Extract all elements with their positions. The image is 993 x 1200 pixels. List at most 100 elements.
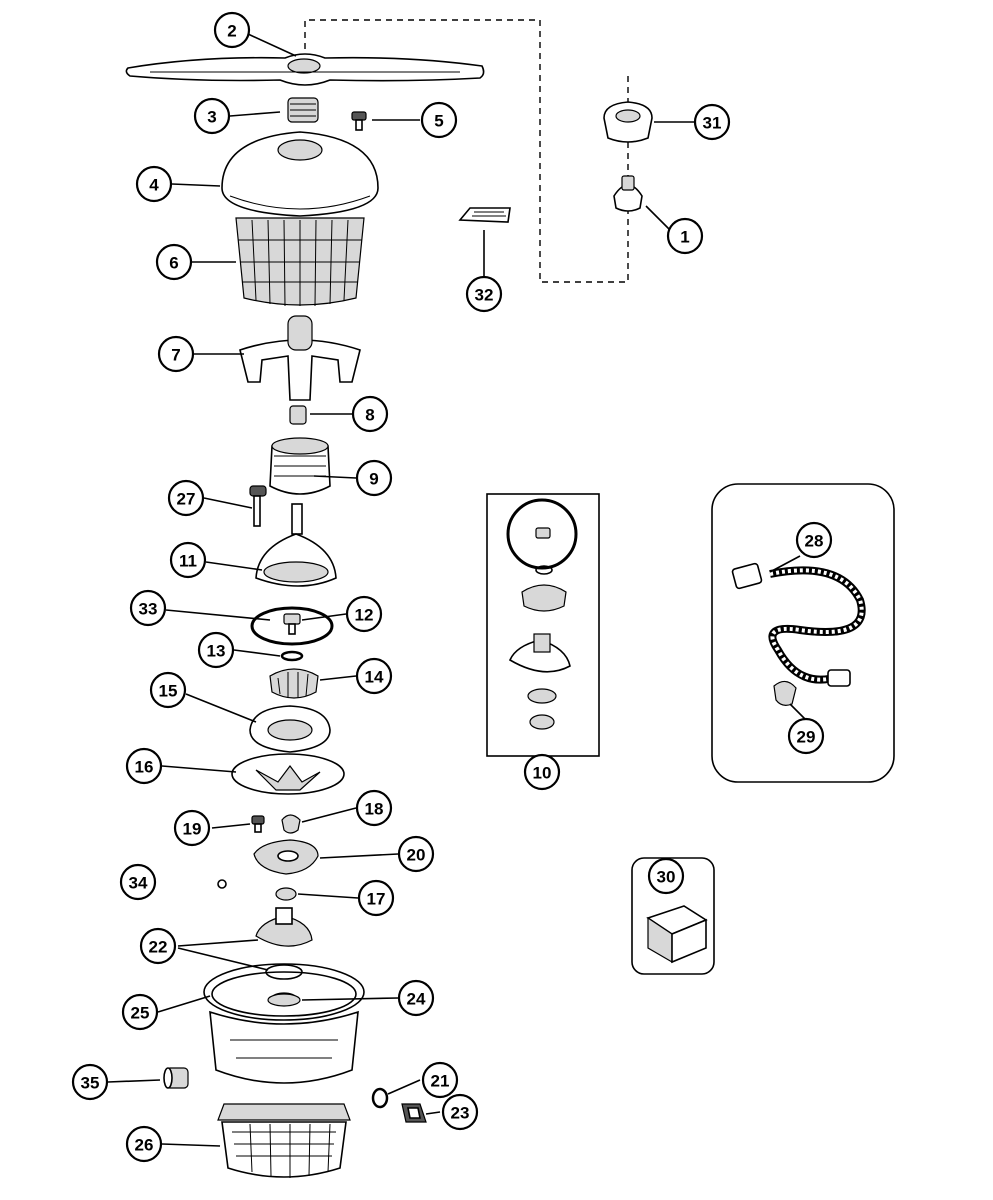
- callout-number: 33: [139, 600, 158, 619]
- part-washer: [280, 650, 304, 662]
- callout-circle: [193, 97, 231, 135]
- callout-15: 15: [149, 671, 187, 709]
- switch-box: [631, 857, 715, 975]
- part-seal-ring: [275, 887, 297, 901]
- callout-number: 14: [365, 668, 384, 687]
- callout-28: 28: [795, 521, 833, 559]
- callout-35: 35: [71, 1063, 109, 1101]
- callout-4: 4: [135, 165, 173, 203]
- callout-24: 24: [397, 979, 435, 1017]
- part-o-ring: [250, 606, 334, 646]
- part-filter-screen: [235, 217, 365, 307]
- callout-number: 29: [797, 728, 816, 747]
- callout-number: 16: [135, 758, 154, 777]
- part-spray-arm: [125, 53, 485, 86]
- callout-circle: [169, 541, 207, 579]
- callout-number: 6: [169, 254, 178, 273]
- callout-circle: [355, 657, 393, 695]
- callout-circle: [149, 671, 187, 709]
- callout-29: 29: [787, 717, 825, 755]
- part-screw-12: [283, 613, 301, 635]
- callout-circle: [121, 993, 159, 1031]
- callout-number: 19: [183, 820, 202, 839]
- part-o-ring-small: [371, 1087, 389, 1109]
- callout-circle: [167, 479, 205, 517]
- callout-7: 7: [157, 335, 195, 373]
- callout-circle: [666, 217, 704, 255]
- connection-dashed-line: [304, 19, 629, 283]
- part-bracket-32: [458, 207, 511, 223]
- callout-34: 34: [119, 863, 157, 901]
- callout-circle: [125, 1125, 163, 1163]
- callout-labels: 1234567891011121314151617181920212223242…: [71, 11, 833, 1163]
- leader-lines: [107, 33, 807, 1147]
- part-screw-19: [251, 815, 265, 833]
- callout-number: 7: [171, 346, 180, 365]
- callout-number: 23: [451, 1104, 470, 1123]
- part-clip: [281, 814, 301, 834]
- callout-circle: [139, 927, 177, 965]
- part-motor-seal: [255, 503, 337, 587]
- part-fitting-1: [613, 175, 643, 212]
- callout-number: 18: [365, 800, 384, 819]
- part-screw-5: [351, 111, 367, 131]
- callout-number: 22: [149, 938, 168, 957]
- callout-1: 1: [666, 217, 704, 255]
- callout-circle: [157, 335, 195, 373]
- callout-33: 33: [129, 589, 167, 627]
- part-spray-arm-nut: [287, 97, 319, 123]
- callout-9: 9: [355, 459, 393, 497]
- part-cover-plate: [253, 839, 319, 875]
- callout-circle: [397, 979, 435, 1017]
- callout-circle: [173, 809, 211, 847]
- callout-circle: [71, 1063, 109, 1101]
- callout-number: 31: [703, 114, 722, 133]
- callout-number: 8: [365, 406, 374, 425]
- callout-circle: [421, 1061, 459, 1099]
- callout-number: 34: [129, 874, 148, 893]
- part-grommet: [163, 1067, 189, 1089]
- callout-number: 32: [475, 286, 494, 305]
- callout-16: 16: [125, 747, 163, 785]
- callout-8: 8: [351, 395, 389, 433]
- callout-circle: [397, 835, 435, 873]
- callout-number: 9: [369, 470, 378, 489]
- callout-circle: [795, 521, 833, 559]
- hose-box: [711, 483, 895, 783]
- callout-26: 26: [125, 1125, 163, 1163]
- callout-number: 35: [81, 1074, 100, 1093]
- callout-circle: [787, 717, 825, 755]
- callout-number: 12: [355, 606, 374, 625]
- callout-22: 22: [139, 927, 177, 965]
- callout-circle: [351, 395, 389, 433]
- callout-14: 14: [355, 657, 393, 695]
- callout-circle: [355, 789, 393, 827]
- callout-number: 30: [657, 868, 676, 887]
- callout-circle: [693, 103, 731, 141]
- part-bolt: [249, 485, 267, 527]
- part-pump-plate: [231, 753, 345, 795]
- part-ball: [217, 879, 227, 889]
- callout-circle: [420, 101, 458, 139]
- part-pump-cover: [221, 131, 379, 217]
- callout-circle: [129, 589, 167, 627]
- callout-number: 28: [805, 532, 824, 551]
- part-pump-housing-upper: [249, 705, 331, 753]
- part-sump: [203, 963, 365, 1084]
- callout-5: 5: [420, 101, 458, 139]
- callout-number: 15: [159, 682, 178, 701]
- callout-number: 17: [367, 890, 386, 909]
- callout-27: 27: [167, 479, 205, 517]
- callout-13: 13: [197, 631, 235, 669]
- callout-circle: [355, 459, 393, 497]
- callout-circle: [647, 857, 685, 895]
- callout-circle: [523, 753, 561, 791]
- kit-box-10: [486, 493, 600, 757]
- callout-circle: [441, 1093, 479, 1131]
- callout-3: 3: [193, 97, 231, 135]
- callout-18: 18: [355, 789, 393, 827]
- callout-number: 3: [207, 108, 216, 127]
- part-impeller: [269, 668, 319, 699]
- callout-circle: [465, 275, 503, 313]
- callout-circle: [155, 243, 193, 281]
